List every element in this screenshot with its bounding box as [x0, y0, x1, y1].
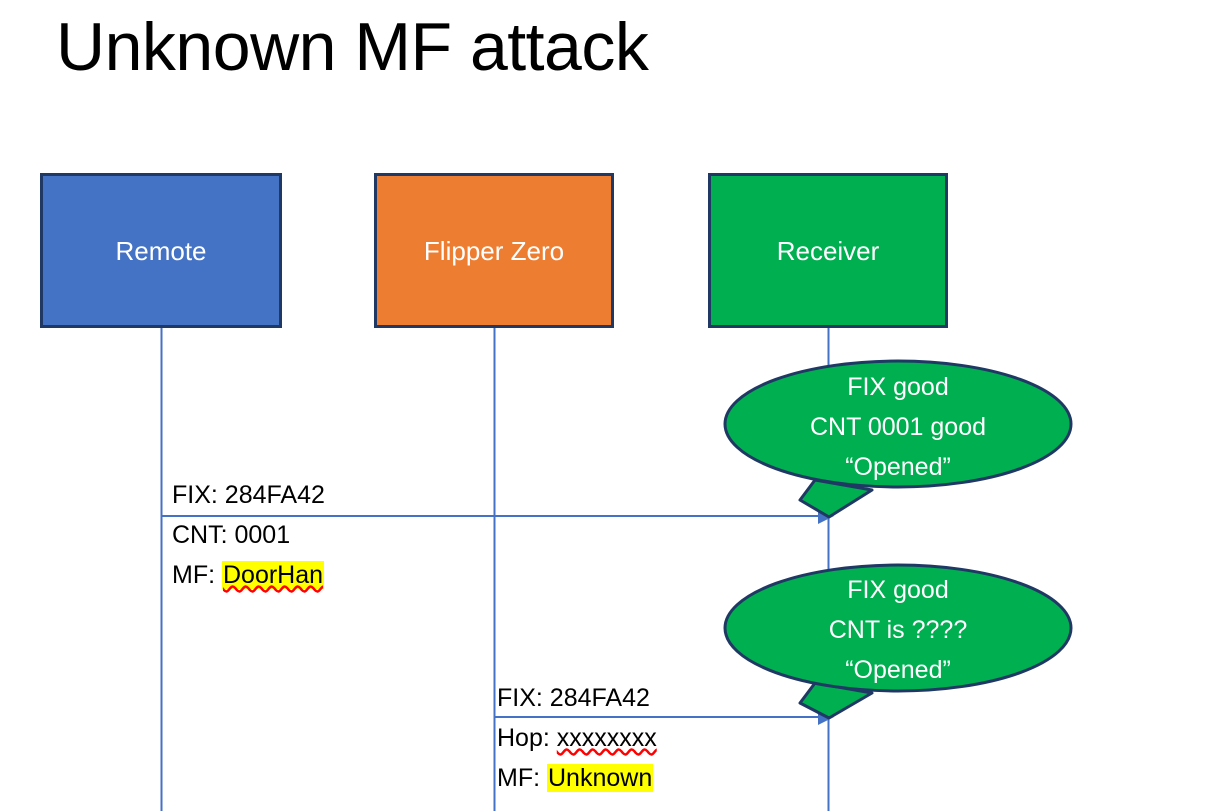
- message-line-value: 0001: [234, 521, 291, 549]
- message-line: FIX: 284FA42: [172, 475, 325, 515]
- page-title: Unknown MF attack: [56, 9, 649, 85]
- callout-line: FIX good: [847, 576, 949, 604]
- message-line-value: 284FA42: [224, 481, 325, 509]
- message-line-label: FIX:: [172, 481, 225, 509]
- callout-line: CNT 0001 good: [809, 413, 987, 441]
- message-line-label: FIX:: [497, 684, 550, 712]
- actor-box-flipper-zero[interactable]: Flipper Zero: [374, 173, 614, 328]
- actor-label-remote: Remote: [115, 235, 207, 266]
- callout-line: “Opened”: [845, 453, 951, 481]
- callout-line: “Opened”: [845, 656, 951, 684]
- actor-box-remote[interactable]: Remote: [40, 173, 282, 328]
- callout-text-2: FIX good CNT is ???? “Opened”: [723, 570, 1073, 690]
- actor-label-flipper-zero: Flipper Zero: [423, 235, 565, 266]
- message-line-label: MF:: [172, 561, 222, 589]
- message-line-value-spellchecked: xxxxxxxx: [556, 724, 657, 752]
- callout-line: FIX good: [847, 373, 949, 401]
- actor-box-receiver[interactable]: Receiver: [708, 173, 948, 328]
- message-line-value-highlighted: Unknown: [547, 764, 654, 792]
- message-line: CNT: 0001: [172, 515, 325, 555]
- callout-bubble-1: [723, 359, 1073, 519]
- message-line: MF: DoorHan: [172, 555, 325, 595]
- message-line: MF: Unknown: [497, 758, 657, 798]
- callout-line: CNT is ????: [828, 616, 968, 644]
- message-line: Hop: xxxxxxxx: [497, 718, 657, 758]
- message-label-2: FIX: 284FA42 Hop: xxxxxxxx MF: Unknown: [497, 678, 657, 798]
- message-line-value: 284FA42: [549, 684, 650, 712]
- message-line: FIX: 284FA42: [497, 678, 657, 718]
- message-line-value-highlighted: DoorHan: [222, 561, 325, 589]
- message-line-label: MF:: [497, 764, 547, 792]
- callout-text-1: FIX good CNT 0001 good “Opened”: [723, 367, 1073, 487]
- message-label-1: FIX: 284FA42 CNT: 0001 MF: DoorHan: [172, 475, 325, 595]
- message-line-label: CNT:: [172, 521, 235, 549]
- message-line-label: Hop:: [497, 724, 557, 752]
- callout-bubble-2: [723, 563, 1073, 720]
- actor-label-receiver: Receiver: [776, 235, 880, 266]
